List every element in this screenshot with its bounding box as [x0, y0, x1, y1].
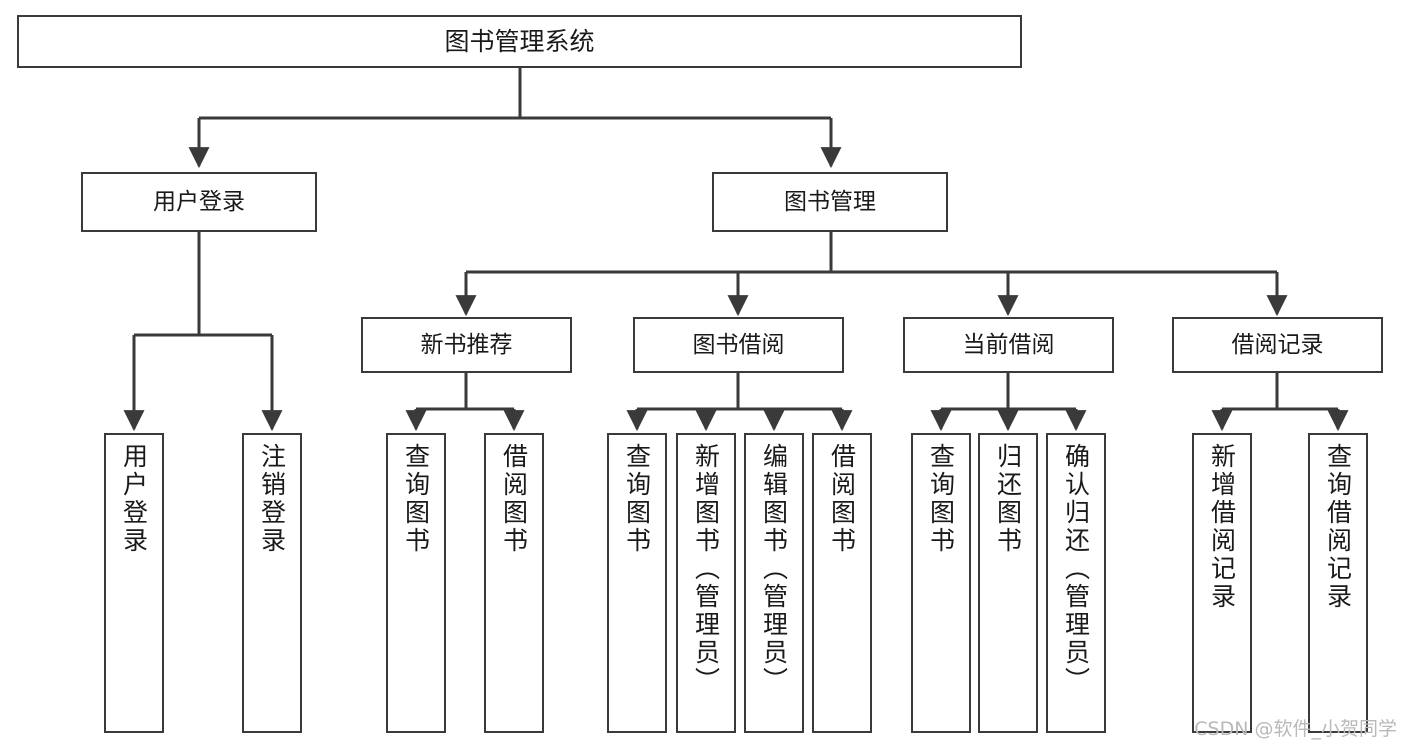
leaf-borrow-book-new[interactable]: 借阅图书 — [484, 433, 544, 733]
watermark-text: CSDN @软件_小贺同学 — [1194, 718, 1397, 740]
leaf-borrow-book[interactable]: 借阅图书 — [812, 433, 872, 733]
node-label: 注销登录 — [257, 443, 287, 555]
node-current-borrow[interactable]: 当前借阅 — [903, 317, 1114, 373]
node-new-book-recommend[interactable]: 新书推荐 — [361, 317, 572, 373]
node-label: 新增图书（管理员） — [691, 443, 721, 695]
node-label: 用户登录 — [119, 443, 149, 555]
leaf-add-book-admin[interactable]: 新增图书（管理员） — [676, 433, 736, 733]
leaf-return-book[interactable]: 归还图书 — [978, 433, 1038, 733]
node-user-login[interactable]: 用户登录 — [81, 172, 317, 232]
node-label: 借阅图书 — [499, 443, 529, 555]
node-label: 新书推荐 — [420, 331, 513, 358]
node-label: 借阅图书 — [827, 443, 857, 555]
leaf-query-book-borrow[interactable]: 查询图书 — [607, 433, 667, 733]
leaf-add-borrow-record[interactable]: 新增借阅记录 — [1192, 433, 1252, 733]
node-label: 图书管理系统 — [444, 27, 595, 56]
node-label: 借阅记录 — [1231, 331, 1324, 358]
node-label: 查询图书 — [926, 443, 956, 555]
node-label: 编辑图书（管理员） — [759, 443, 789, 695]
leaf-logout[interactable]: 注销登录 — [242, 433, 302, 733]
leaf-confirm-return-admin[interactable]: 确认归还（管理员） — [1046, 433, 1106, 733]
node-label: 查询图书 — [401, 443, 431, 555]
node-label: 用户登录 — [153, 188, 245, 215]
node-label: 查询图书 — [622, 443, 652, 555]
node-root-system[interactable]: 图书管理系统 — [17, 15, 1022, 68]
node-label: 当前借阅 — [962, 331, 1055, 358]
leaf-query-book-current[interactable]: 查询图书 — [911, 433, 971, 733]
leaf-query-borrow-record[interactable]: 查询借阅记录 — [1308, 433, 1368, 733]
node-label: 图书管理 — [784, 188, 876, 215]
leaf-query-book-new[interactable]: 查询图书 — [386, 433, 446, 733]
leaf-user-login[interactable]: 用户登录 — [104, 433, 164, 733]
node-borrow-record[interactable]: 借阅记录 — [1172, 317, 1383, 373]
node-book-management[interactable]: 图书管理 — [712, 172, 948, 232]
leaf-edit-book-admin[interactable]: 编辑图书（管理员） — [744, 433, 804, 733]
node-label: 确认归还（管理员） — [1061, 443, 1091, 695]
node-label: 新增借阅记录 — [1207, 443, 1237, 611]
node-label: 查询借阅记录 — [1323, 443, 1353, 611]
node-label: 归还图书 — [993, 443, 1023, 555]
node-book-borrow[interactable]: 图书借阅 — [633, 317, 844, 373]
node-label: 图书借阅 — [692, 331, 785, 358]
